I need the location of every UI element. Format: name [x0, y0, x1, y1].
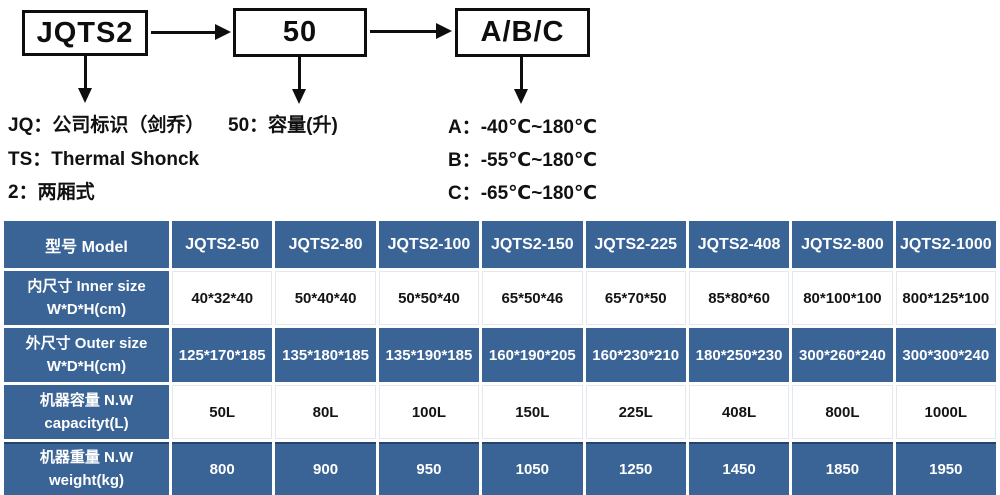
- row-label-line2: weight(kg): [49, 472, 124, 489]
- model-code-box-capacity: 50: [233, 8, 367, 57]
- cell-value: 80*100*100: [792, 271, 893, 325]
- spec-table: 型号 Model JQTS2-50 JQTS2-80 JQTS2-100 JQT…: [1, 218, 999, 495]
- table-row-outer-size: 外尺寸 Outer size W*D*H(cm) 125*170*185 135…: [4, 328, 996, 382]
- cell-value: 180*250*230: [688, 328, 790, 382]
- row-label-line2: W*D*H(cm): [46, 301, 127, 318]
- cell-value: 40*32*40: [172, 271, 273, 325]
- cell-value: 160*230*210: [585, 328, 686, 382]
- row-label-line1: 外尺寸 Outer size: [25, 334, 148, 352]
- row-label-line2: capacityt(L): [44, 415, 129, 432]
- cell-value: 80L: [275, 385, 376, 439]
- cell-value: 950: [378, 442, 480, 495]
- row-label-line2: W*D*H(cm): [46, 358, 127, 375]
- cell-value: 150L: [482, 385, 583, 439]
- cell-value: 125*170*185: [172, 328, 273, 382]
- col-header-model: 型号 Model: [4, 221, 169, 268]
- cell-value: 135*190*185: [378, 328, 480, 382]
- arrow-down-icon: [78, 56, 93, 103]
- arrow-down-icon: [514, 57, 529, 104]
- cell-value: 800: [172, 442, 273, 495]
- table-header-row: 型号 Model JQTS2-50 JQTS2-80 JQTS2-100 JQT…: [4, 221, 996, 268]
- col-header: JQTS2-50: [172, 221, 273, 268]
- cell-value: 800*125*100: [895, 271, 996, 325]
- cell-value: 408L: [688, 385, 790, 439]
- cell-value: 85*80*60: [688, 271, 790, 325]
- row-label-outer-size: 外尺寸 Outer size W*D*H(cm): [4, 328, 169, 382]
- cell-value: 160*190*205: [482, 328, 583, 382]
- arrow-head: [78, 88, 92, 103]
- col-header: JQTS2-80: [275, 221, 376, 268]
- row-label-capacity: 机器容量 N.W capacityt(L): [4, 385, 169, 439]
- cell-value: 50L: [172, 385, 273, 439]
- arrow-head: [215, 24, 231, 40]
- col-header: JQTS2-100: [378, 221, 480, 268]
- arrow-shaft: [370, 30, 438, 33]
- table-row-inner-size: 内尺寸 Inner size W*D*H(cm) 40*32*40 50*40*…: [4, 271, 996, 325]
- arrow-head: [292, 89, 306, 104]
- arrow-down-icon: [292, 57, 307, 104]
- cell-value: 1250: [585, 442, 686, 495]
- arrow-shaft: [151, 31, 217, 34]
- spec-table-wrap: 型号 Model JQTS2-50 JQTS2-80 JQTS2-100 JQT…: [1, 218, 999, 495]
- model-code-box-prefix: JQTS2: [22, 10, 148, 56]
- model-code-box-temp-grade: A/B/C: [455, 8, 590, 57]
- cell-value: 1000L: [895, 385, 996, 439]
- cell-value: 1050: [482, 442, 583, 495]
- cell-value: 135*180*185: [275, 328, 376, 382]
- row-label-inner-size: 内尺寸 Inner size W*D*H(cm): [4, 271, 169, 325]
- cell-value: 50*40*40: [275, 271, 376, 325]
- col-header: JQTS2-150: [482, 221, 583, 268]
- cell-value: 1850: [792, 442, 893, 495]
- arrow-right-icon: [370, 23, 452, 39]
- row-label-line1: 机器容量 N.W: [39, 391, 134, 409]
- cell-value: 900: [275, 442, 376, 495]
- arrow-head: [514, 89, 528, 104]
- cell-value: 1950: [895, 442, 996, 495]
- arrow-right-icon: [151, 24, 231, 40]
- legend-temp-b: B：-55℃~180℃: [448, 150, 597, 171]
- table-row-capacity: 机器容量 N.W capacityt(L) 50L 80L 100L 150L …: [4, 385, 996, 439]
- cell-value: 800L: [792, 385, 893, 439]
- cell-value: 1450: [688, 442, 790, 495]
- arrow-shaft: [298, 57, 301, 91]
- arrow-shaft: [520, 57, 523, 91]
- legend-jq: JQ：公司标识（剑乔）: [8, 115, 205, 136]
- col-header: JQTS2-1000: [895, 221, 996, 268]
- arrow-shaft: [84, 56, 87, 90]
- cell-value: 65*50*46: [482, 271, 583, 325]
- col-header: JQTS2-225: [585, 221, 686, 268]
- cell-value: 50*50*40: [378, 271, 480, 325]
- legend-temp-a: A：-40℃~180℃: [448, 117, 597, 138]
- legend-ts: TS：Thermal Shonck: [8, 149, 200, 170]
- cell-value: 65*70*50: [585, 271, 686, 325]
- cell-value: 100L: [378, 385, 480, 439]
- row-label-weight: 机器重量 N.W weight(kg): [4, 442, 169, 495]
- arrow-head: [436, 23, 452, 39]
- legend-2: 2：两厢式: [8, 182, 95, 203]
- cell-value: 300*260*240: [792, 328, 893, 382]
- row-label-line1: 内尺寸 Inner size: [27, 277, 146, 295]
- legend-50: 50：容量(升): [228, 115, 338, 136]
- cell-value: 300*300*240: [895, 328, 996, 382]
- table-row-weight: 机器重量 N.W weight(kg) 800 900 950 1050 125…: [4, 442, 996, 495]
- cell-value: 225L: [585, 385, 686, 439]
- col-header: JQTS2-408: [688, 221, 790, 268]
- col-header: JQTS2-800: [792, 221, 893, 268]
- row-label-line1: 机器重量 N.W: [39, 448, 134, 466]
- legend-temp-c: C：-65℃~180℃: [448, 183, 597, 204]
